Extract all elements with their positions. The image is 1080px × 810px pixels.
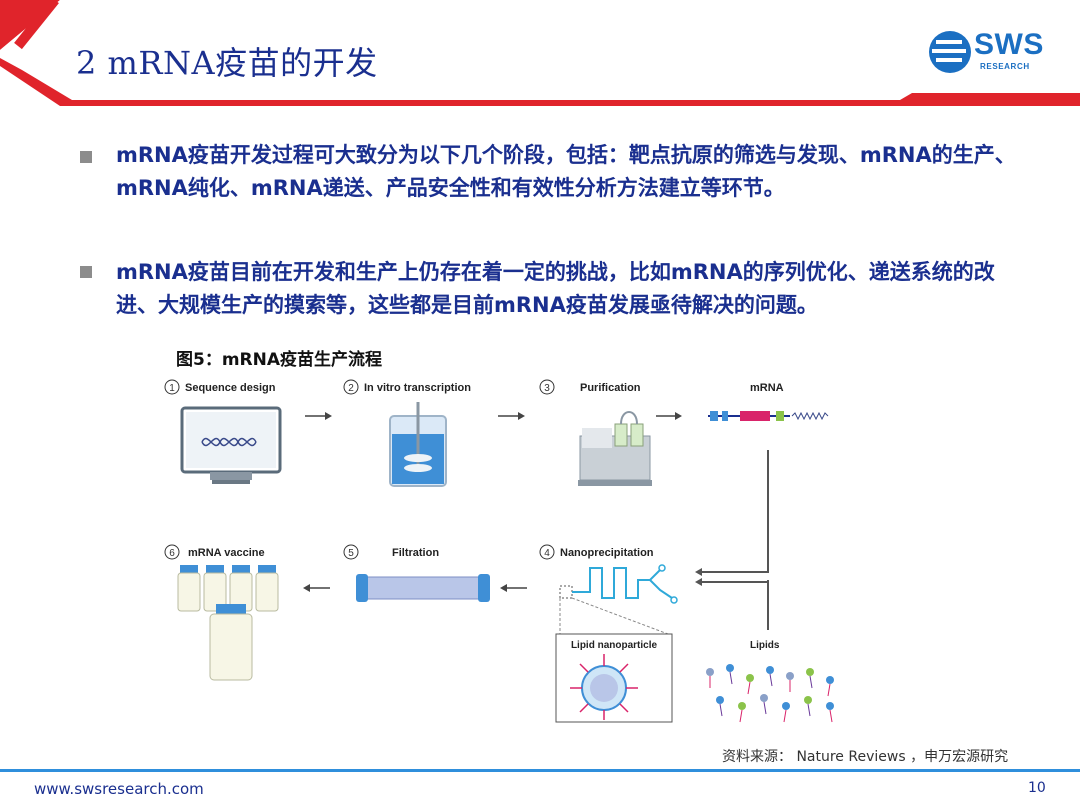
logo-text: SWS: [974, 28, 1044, 61]
purification-apparatus-icon: [578, 411, 652, 486]
slide-title: 2 mRNA疫苗的开发: [76, 44, 378, 82]
microfluidic-channel-icon: [559, 564, 678, 635]
svg-text:mRNA vaccine: mRNA vaccine: [188, 547, 265, 559]
svg-text:1: 1: [169, 383, 175, 394]
arrow-icon: [303, 584, 330, 592]
svg-text:In vitro transcription: In vitro transcription: [364, 382, 471, 394]
step-5-label: 5 Filtration: [343, 544, 439, 560]
svg-text:Purification: Purification: [580, 382, 641, 394]
beaker-icon: [389, 402, 447, 487]
step-2-label: 2 In vitro transcription: [343, 379, 471, 395]
figure-title: 图5：mRNA疫苗生产流程: [176, 350, 383, 370]
svg-text:Sequence design: Sequence design: [185, 382, 276, 394]
svg-text:6: 6: [169, 548, 175, 559]
footer-divider: [0, 769, 1080, 772]
website-link[interactable]: www.swsresearch.com: [34, 780, 204, 798]
bullet-text: mRNA疫苗目前在开发和生产上仍存在着一定的挑战，比如mRNA的序列优化、递送系…: [116, 260, 995, 317]
arrow-icon: [656, 412, 682, 420]
computer-monitor-icon: [180, 406, 282, 484]
source-note: 资料来源： Nature Reviews ，申万宏源研究: [722, 749, 1009, 765]
mrna-strand-icon: [708, 411, 829, 421]
step-6-label: 6 mRNA vaccine: [164, 544, 265, 560]
step-4-label: 4 Nanoprecipitation: [539, 544, 654, 560]
bullet-text: mRNA疫苗开发过程可大致分为以下几个阶段，包括：靶点抗原的筛选与发现、mRNA…: [116, 143, 1016, 200]
svg-text:5: 5: [348, 548, 354, 559]
svg-text:Nanoprecipitation: Nanoprecipitation: [560, 547, 654, 559]
step-1-label: 1 Sequence design: [164, 379, 276, 395]
lipid-nanoparticle-panel: Lipid nanoparticle: [555, 633, 673, 723]
svg-text:Lipid nanoparticle: Lipid nanoparticle: [571, 640, 658, 651]
svg-text:Filtration: Filtration: [392, 547, 439, 559]
bullet-marker: [80, 151, 92, 163]
filtration-tube-icon: [356, 574, 490, 602]
logo-subtext: RESEARCH: [980, 62, 1030, 71]
svg-text:3: 3: [544, 383, 550, 394]
sws-logo-icon: [929, 31, 971, 73]
vaccine-vials-icon: [177, 565, 279, 681]
page-number: 10: [1028, 780, 1046, 796]
arrow-icon: [500, 584, 527, 592]
step-3-label: 3 Purification: [539, 379, 641, 395]
bullet-marker: [80, 266, 92, 278]
arrow-icon: [305, 412, 332, 420]
svg-text:4: 4: [544, 548, 550, 559]
svg-text:2: 2: [348, 383, 354, 394]
arrow-icon: [498, 412, 525, 420]
mrna-label: mRNA: [750, 382, 784, 394]
connector-line: [695, 450, 769, 630]
lipids-label: Lipids: [750, 640, 780, 651]
lipid-molecules-icon: [706, 664, 834, 723]
production-flow-figure: 1 Sequence design 2 In vitro transcripti…: [164, 379, 834, 723]
